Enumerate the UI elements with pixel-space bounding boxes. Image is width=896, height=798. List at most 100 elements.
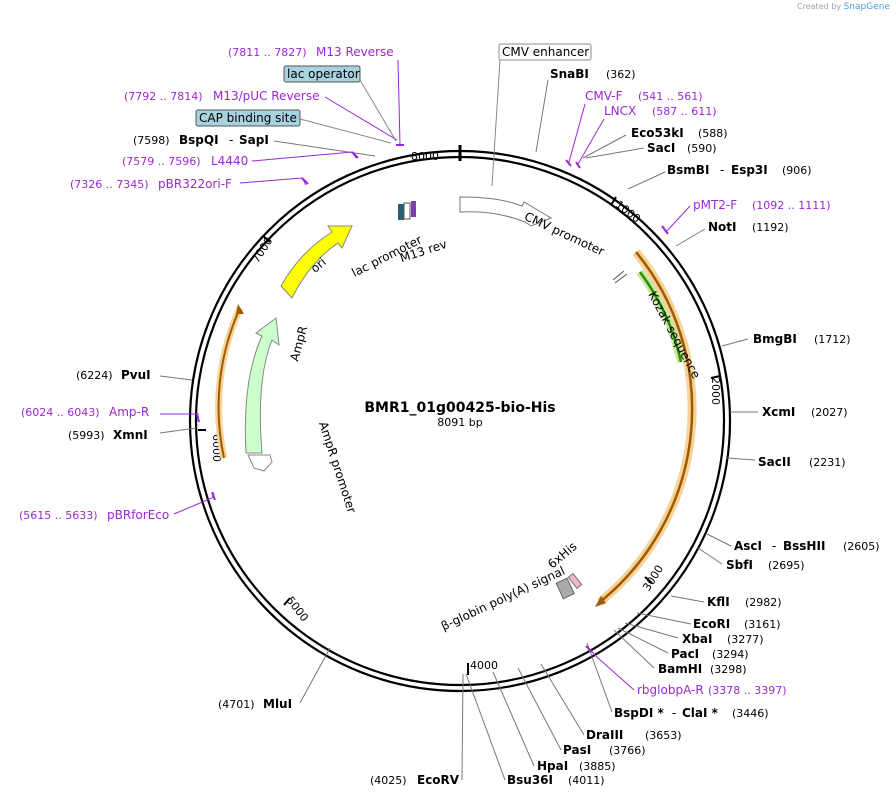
beta-globin-polya-box[interactable]: [555, 577, 575, 600]
enzyme-ecori[interactable]: EcoRI: [693, 617, 730, 631]
feature-arrows: [215, 196, 697, 607]
enzyme-bsmbi-pos: (906): [782, 164, 812, 177]
mark-amp-r: [196, 413, 200, 423]
enzyme-ecorv[interactable]: EcoRV: [417, 773, 460, 787]
primer-l4440-range: (7579 .. 7596): [122, 155, 201, 168]
enzyme-pvui[interactable]: PvuI: [121, 368, 151, 382]
lac-operator-box[interactable]: [398, 204, 404, 220]
enzyme-kfli-pos: (2982): [745, 596, 782, 609]
enzyme-hpai-pos: (3885): [579, 760, 616, 773]
green-feature-arrow[interactable]: [638, 271, 683, 363]
primer-l4440[interactable]: L4440: [211, 154, 248, 168]
enzyme-eco53ki[interactable]: Eco53kI: [631, 126, 684, 140]
ampr-promoter-label: AmpR promoter: [316, 420, 359, 515]
enzyme-draiii-pos: (3653): [645, 729, 682, 742]
leader-pvui: [159, 375, 193, 381]
ruler-tick-2000: [710, 375, 721, 379]
cmv-promoter-arrow[interactable]: [459, 196, 553, 227]
primer-pbrforeco[interactable]: pBRforEco: [107, 508, 169, 522]
enzyme-snabi[interactable]: SnaBI: [550, 67, 589, 81]
lac-operator-label: lac operator: [287, 67, 360, 81]
mark-lncx: [575, 161, 581, 169]
enzyme-kfli[interactable]: KflI: [707, 595, 730, 609]
enzyme-esp3i[interactable]: Esp3I: [731, 163, 768, 177]
ori-arrow[interactable]: [280, 225, 353, 299]
enzyme-noti[interactable]: NotI: [708, 220, 737, 234]
leader-bspqi: [273, 140, 376, 157]
enzyme-noti-pos: (1192): [752, 221, 789, 234]
cap-binding-site-box[interactable]: [195, 109, 301, 127]
primer-m13-reverse-range: (7811 .. 7827): [228, 46, 307, 59]
enzyme-sacii[interactable]: SacII: [758, 455, 791, 469]
enzyme-xcmi[interactable]: XcmI: [762, 405, 795, 419]
kozak-mark[interactable]: [614, 273, 628, 284]
primer-pmt2-f-range: (1092 .. 1111): [752, 199, 831, 212]
primer-m13-puc-reverse[interactable]: M13/pUC Reverse: [213, 89, 320, 103]
leader-l4440: [251, 151, 357, 162]
lac-promoter-box[interactable]: [403, 202, 411, 220]
leader-lncx: [577, 118, 605, 165]
left-orange-highlight: [215, 306, 244, 459]
enzyme-bamhi[interactable]: BamHI: [658, 662, 702, 676]
ampr-label: AmpR: [287, 324, 310, 362]
enzyme-pvui-pos: (6224): [76, 369, 113, 382]
lac-operator-leader: [359, 79, 397, 142]
mark-rbglobpa-r: [585, 645, 593, 653]
snapgene-credit: Created by SnapGene: [797, 2, 890, 12]
svg-text:-: -: [772, 539, 776, 553]
primer-pmt2-f[interactable]: pMT2-F: [693, 198, 737, 212]
enzyme-draiii[interactable]: DraIII: [586, 728, 623, 742]
svg-text:-: -: [720, 163, 724, 177]
kozak-mark-2[interactable]: [612, 270, 625, 281]
primer-rbglobpa-r-range: (3378 .. 3397): [708, 684, 787, 697]
enzyme-hpai[interactable]: HpaI: [537, 759, 568, 773]
leader-ecori: [636, 612, 692, 625]
enzyme-bspqi[interactable]: BspQI: [179, 133, 219, 147]
cds-arrow[interactable]: [599, 251, 694, 603]
enzyme-sbfi[interactable]: SbfI: [726, 558, 753, 572]
enzyme-xbai[interactable]: XbaI: [682, 632, 712, 646]
ruler-tick-5000: [283, 597, 291, 606]
enzyme-asci-pos: (2605): [843, 540, 880, 553]
enzyme-xmni-pos: (5993): [68, 429, 105, 442]
enzyme-bsshii[interactable]: BssHII: [783, 539, 825, 553]
primer-lncx-range: (587 .. 611): [652, 105, 717, 118]
svg-text:-: -: [672, 706, 676, 720]
primer-amp-r[interactable]: Amp-R: [109, 405, 149, 419]
kozak-label: Kozak sequence: [645, 289, 703, 381]
primer-pbr322ori-f[interactable]: pBR322ori-F: [158, 177, 232, 191]
m13-rev-box[interactable]: [411, 201, 416, 217]
primer-rbglobpa-r[interactable]: rbglobpA-R: [637, 683, 704, 697]
enzyme-paci[interactable]: PacI: [671, 647, 699, 661]
enzyme-pasi[interactable]: PasI: [563, 743, 591, 757]
enzyme-bspdi[interactable]: BspDI *: [614, 706, 664, 720]
cmv-enhancer-label: CMV enhancer: [502, 45, 589, 59]
enzyme-xmni[interactable]: XmnI: [113, 428, 148, 442]
cmv-enhancer-box[interactable]: [498, 43, 592, 61]
enzyme-clai[interactable]: ClaI *: [682, 706, 719, 720]
ruler-label-8000: 8000: [411, 150, 439, 163]
enzyme-bspqi-pos: (7598): [133, 134, 170, 147]
leader-m13-puc: [324, 96, 398, 141]
primer-m13-reverse[interactable]: M13 Reverse: [316, 45, 394, 59]
ruler-tick-7000: [262, 235, 271, 243]
leader-mlui: [299, 647, 331, 704]
enzyme-bsu36i[interactable]: Bsu36I: [507, 773, 553, 787]
boxed-callouts: CMV enhancer lac operator CAP binding si…: [195, 43, 592, 187]
primer-lncx[interactable]: LNCX: [604, 104, 636, 118]
enzyme-asci[interactable]: AscI: [734, 539, 762, 553]
ruler-label-1000: 1000: [613, 198, 643, 225]
leader-cmv-f: [568, 103, 586, 163]
enzyme-saci[interactable]: SacI: [647, 141, 675, 155]
lac-operator-box-label[interactable]: [283, 65, 361, 83]
enzyme-bsmbi[interactable]: BsmBI: [667, 163, 709, 177]
primer-cmv-f[interactable]: CMV-F: [585, 89, 623, 103]
ampr-arrow[interactable]: [244, 317, 280, 454]
left-orange-arrow[interactable]: [217, 307, 241, 459]
enzyme-bmgbi[interactable]: BmgBI: [753, 332, 797, 346]
ampr-promoter-arrow[interactable]: [247, 454, 273, 472]
enzyme-mlui[interactable]: MluI: [263, 697, 292, 711]
enzyme-sapi[interactable]: SapI: [239, 133, 269, 147]
his-tag-box[interactable]: [567, 572, 583, 590]
leader-pasi: [517, 667, 562, 751]
